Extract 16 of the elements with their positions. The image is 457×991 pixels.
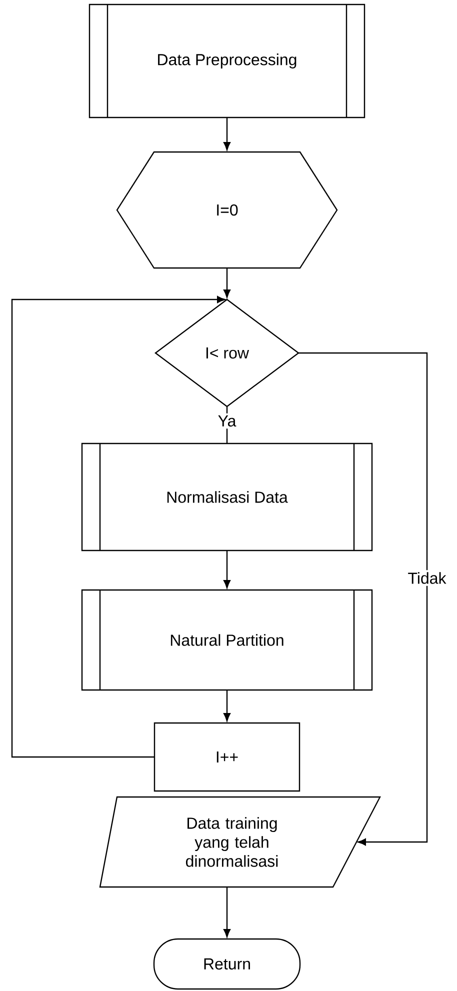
edge-label: Tidak	[406, 570, 448, 586]
data-parallelogram: Data training yang telah dinormalisasi	[99, 796, 381, 888]
predefined-process-box: Data Preprocessing	[88, 4, 366, 118]
predefined-process-box: Normalisasi Data	[81, 442, 373, 552]
preparation-hexagon: I=0	[116, 151, 338, 269]
edge-label: Ya	[216, 413, 238, 429]
arrow	[298, 352, 428, 846]
arrow	[223, 268, 231, 298]
arrow	[223, 118, 231, 150]
process-box: I++	[154, 722, 300, 792]
arrow	[223, 550, 231, 588]
arrow	[223, 690, 231, 722]
predefined-process-box: Natural Partition	[81, 589, 373, 691]
arrow	[11, 296, 226, 758]
arrow	[223, 887, 231, 938]
terminator: Return	[153, 938, 301, 990]
